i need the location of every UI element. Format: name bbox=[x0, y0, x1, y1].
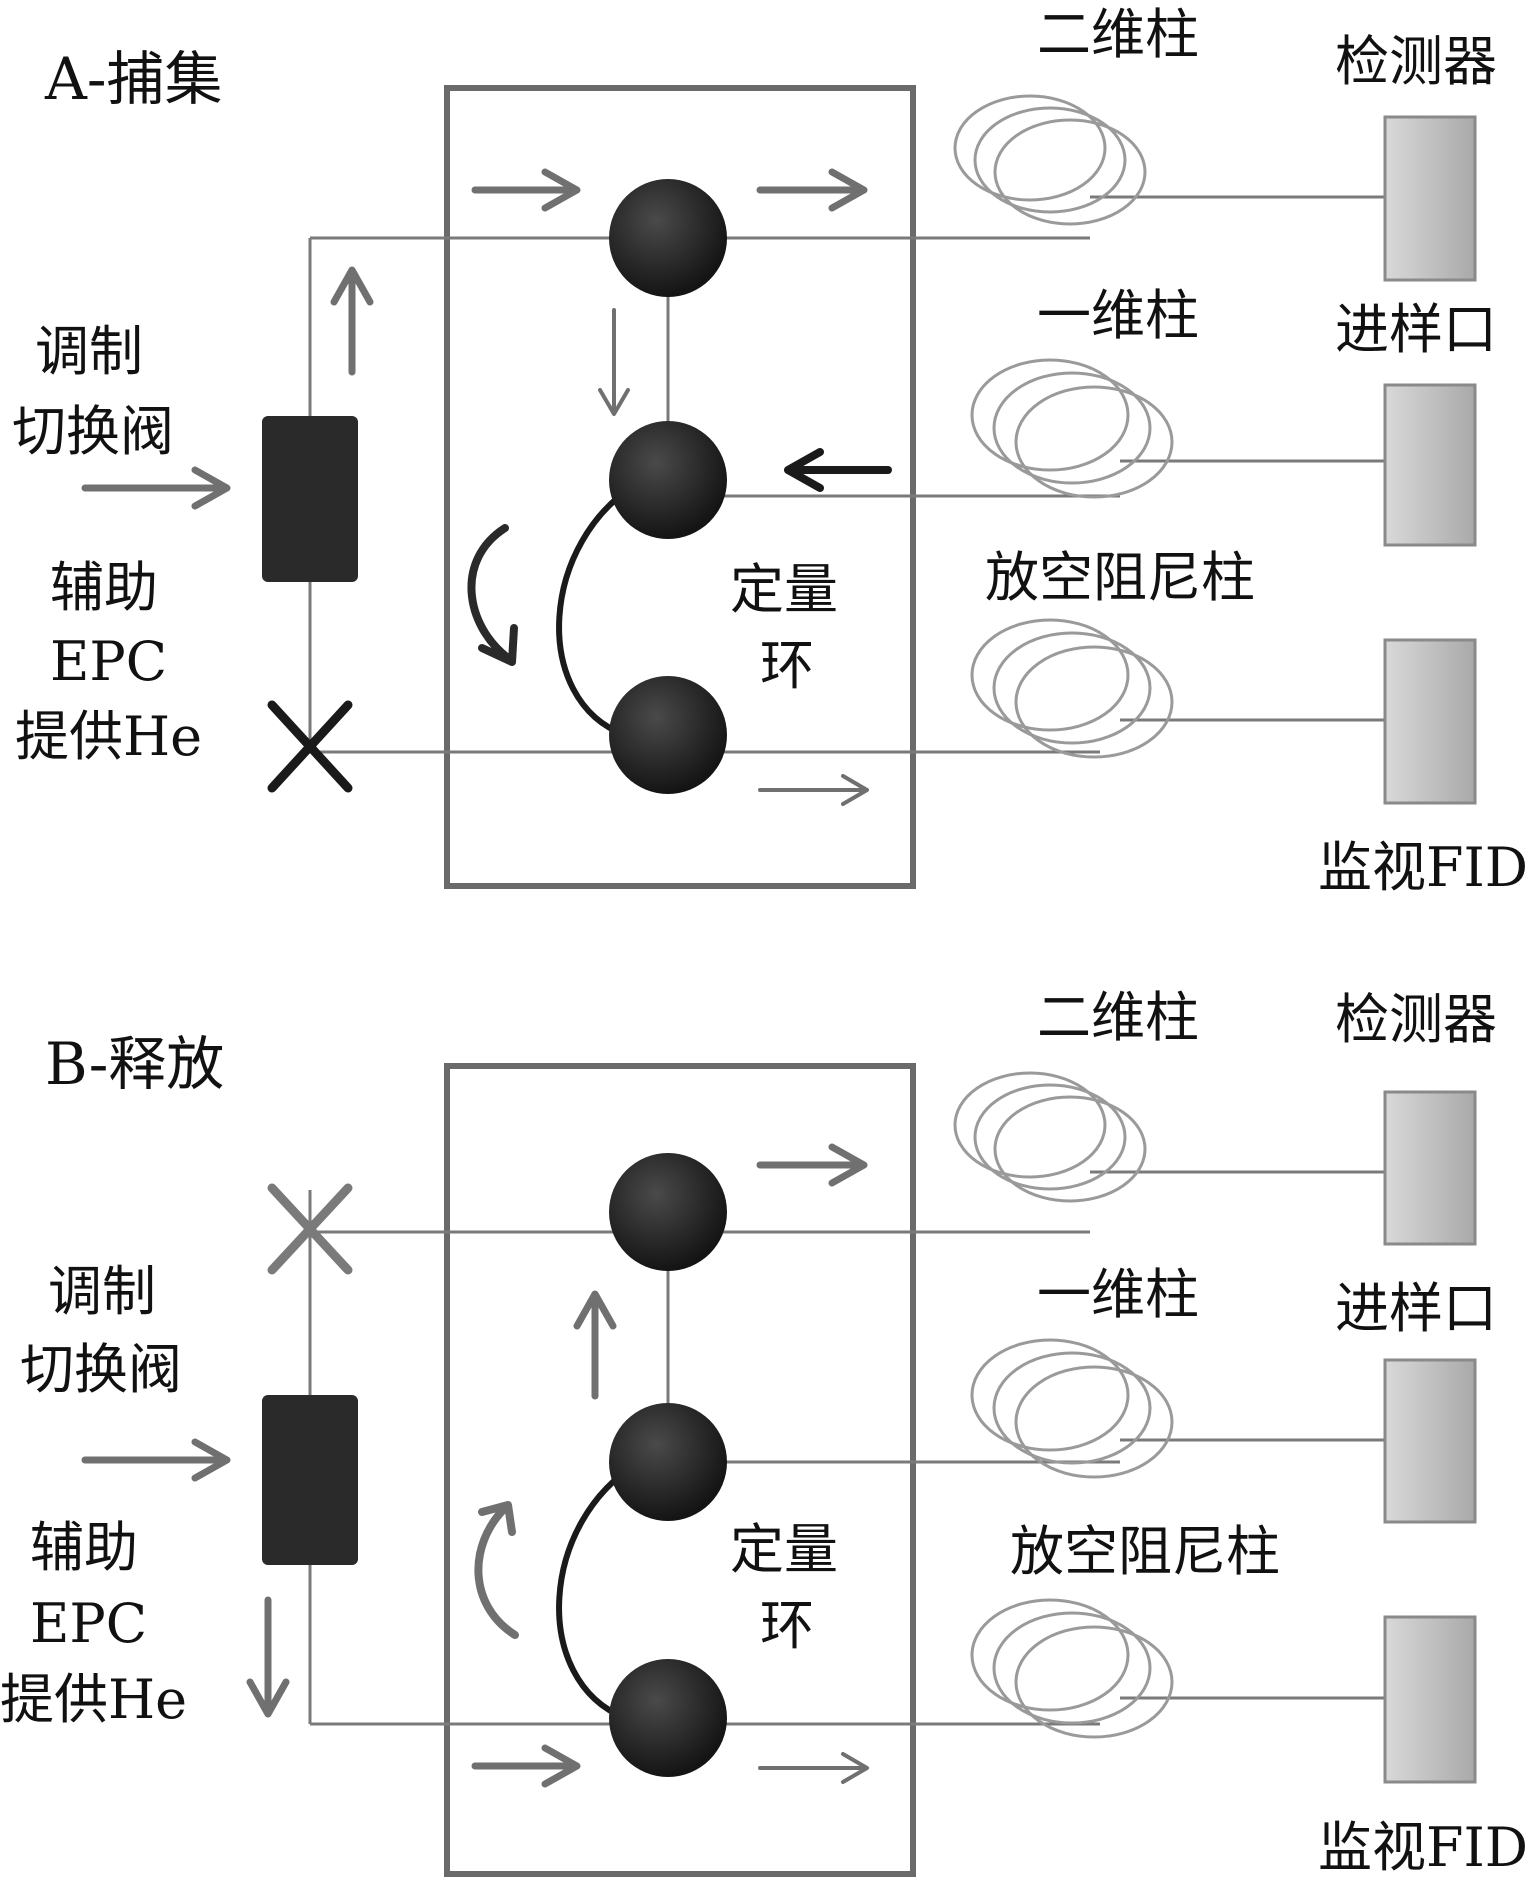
panel-a-flow-lines bbox=[308, 195, 1385, 754]
arrow-right-icon bbox=[81, 466, 231, 510]
panel-b-vent-column-coil bbox=[970, 1598, 1174, 1739]
panel-b-column-1d-label: 一维柱 bbox=[1037, 1263, 1199, 1326]
panel-a-inlet-box bbox=[1383, 383, 1477, 547]
panel-a-arrows bbox=[81, 168, 868, 510]
panel-a-node-bottom bbox=[609, 676, 727, 794]
panel-a-title: A-捕集 bbox=[44, 45, 222, 113]
panel-b-sample-loop bbox=[556, 1459, 642, 1721]
panel-b-aux-label-line1: 辅助 bbox=[30, 1516, 138, 1579]
arrow-right-icon bbox=[756, 1143, 868, 1187]
panel-a-aux-label-line2: EPC bbox=[50, 630, 167, 693]
panel-b-node-top bbox=[609, 1153, 727, 1271]
panel-b-inlet-label: 进样口 bbox=[1335, 1277, 1497, 1340]
panel-b-modulator-box bbox=[444, 1063, 916, 1877]
panel-b-valve-label-line2: 切换阀 bbox=[20, 1338, 182, 1401]
panel-a-monitor-fid-box bbox=[1383, 638, 1477, 805]
panel-a-sample-loop bbox=[556, 479, 642, 738]
panel-b-inlet-box bbox=[1383, 1358, 1477, 1524]
panel-a-valve-label-line2: 切换阀 bbox=[12, 400, 174, 463]
panel-b-column-2d-coil bbox=[953, 1071, 1147, 1203]
panel-b-aux-label-line3: 提供He bbox=[0, 1668, 187, 1731]
arrow-up-icon bbox=[573, 1290, 617, 1400]
panel-a-loop-label-line2: 环 bbox=[760, 634, 814, 697]
panel-b-closed-x-icon bbox=[267, 1183, 353, 1275]
panel-b-loop-label-line2: 环 bbox=[760, 1594, 814, 1657]
arrow-right-icon bbox=[81, 1438, 231, 1482]
panel-b-aux-label-line2: EPC bbox=[30, 1592, 147, 1655]
panel-a-column-1d-label: 一维柱 bbox=[1037, 284, 1199, 347]
panel-a-closed-x-icon bbox=[267, 700, 353, 793]
arrow-right-icon bbox=[471, 168, 581, 212]
panel-a-switch-valve bbox=[262, 416, 358, 582]
arrow-right-icon bbox=[471, 1744, 581, 1788]
panel-b: B-释放 bbox=[0, 986, 1528, 1879]
arrow-up-icon bbox=[330, 266, 374, 376]
panel-a-inlet-arrow-icon bbox=[784, 448, 892, 492]
panel-a-node-middle bbox=[609, 421, 727, 539]
panel-a-modulator-box bbox=[444, 85, 916, 889]
panel-a-aux-label-line3: 提供He bbox=[15, 705, 202, 768]
panel-a-node-top bbox=[609, 179, 727, 297]
panel-a-detector-box bbox=[1383, 115, 1477, 282]
panel-a-loop-label-line1: 定量 bbox=[730, 558, 838, 621]
panel-a-column-1d-coil bbox=[970, 358, 1174, 499]
panel-b-detector-box bbox=[1383, 1090, 1477, 1246]
panel-b-curved-arrow-icon bbox=[474, 1501, 519, 1639]
panel-b-node-bottom bbox=[609, 1659, 727, 1777]
panel-a: A-捕集 bbox=[12, 3, 1528, 899]
panel-a-curved-arrow-icon bbox=[467, 524, 518, 666]
arrow-down-icon bbox=[598, 308, 630, 416]
panel-b-switch-valve bbox=[262, 1395, 358, 1565]
panel-a-monitor-fid-label: 监视FID bbox=[1318, 836, 1528, 899]
panel-b-detector-label: 检测器 bbox=[1335, 988, 1497, 1051]
panel-a-inlet-label: 进样口 bbox=[1335, 298, 1497, 361]
panel-a-vent-column-coil bbox=[970, 618, 1174, 759]
panel-b-valve-label-line1: 调制 bbox=[48, 1260, 156, 1323]
panel-b-column-2d-label: 二维柱 bbox=[1037, 986, 1199, 1049]
panel-b-arrows bbox=[81, 1143, 868, 1788]
panel-b-monitor-fid-label: 监视FID bbox=[1318, 1816, 1528, 1879]
panel-b-node-middle bbox=[609, 1403, 727, 1521]
panel-a-detector-label: 检测器 bbox=[1335, 30, 1497, 93]
panel-b-vent-column-label: 放空阻尼柱 bbox=[1010, 1520, 1280, 1583]
panel-a-column-2d-label: 二维柱 bbox=[1037, 3, 1199, 66]
panel-b-title: B-释放 bbox=[45, 1030, 224, 1098]
panel-b-monitor-fid-box bbox=[1383, 1615, 1477, 1784]
arrow-right-icon bbox=[756, 168, 868, 212]
panel-b-flow-lines bbox=[308, 1170, 1385, 1726]
panel-a-column-2d-coil bbox=[953, 94, 1147, 226]
panel-b-loop-label-line1: 定量 bbox=[730, 1518, 838, 1581]
panel-a-valve-label-line1: 调制 bbox=[35, 320, 143, 383]
arrow-right-icon bbox=[758, 774, 869, 806]
panel-a-aux-label-line1: 辅助 bbox=[50, 556, 158, 619]
arrow-down-icon bbox=[246, 1596, 290, 1718]
panel-b-column-1d-coil bbox=[970, 1338, 1174, 1479]
panel-a-vent-column-label: 放空阻尼柱 bbox=[985, 546, 1255, 609]
panel-b-arrow-right-icon bbox=[758, 1752, 869, 1784]
